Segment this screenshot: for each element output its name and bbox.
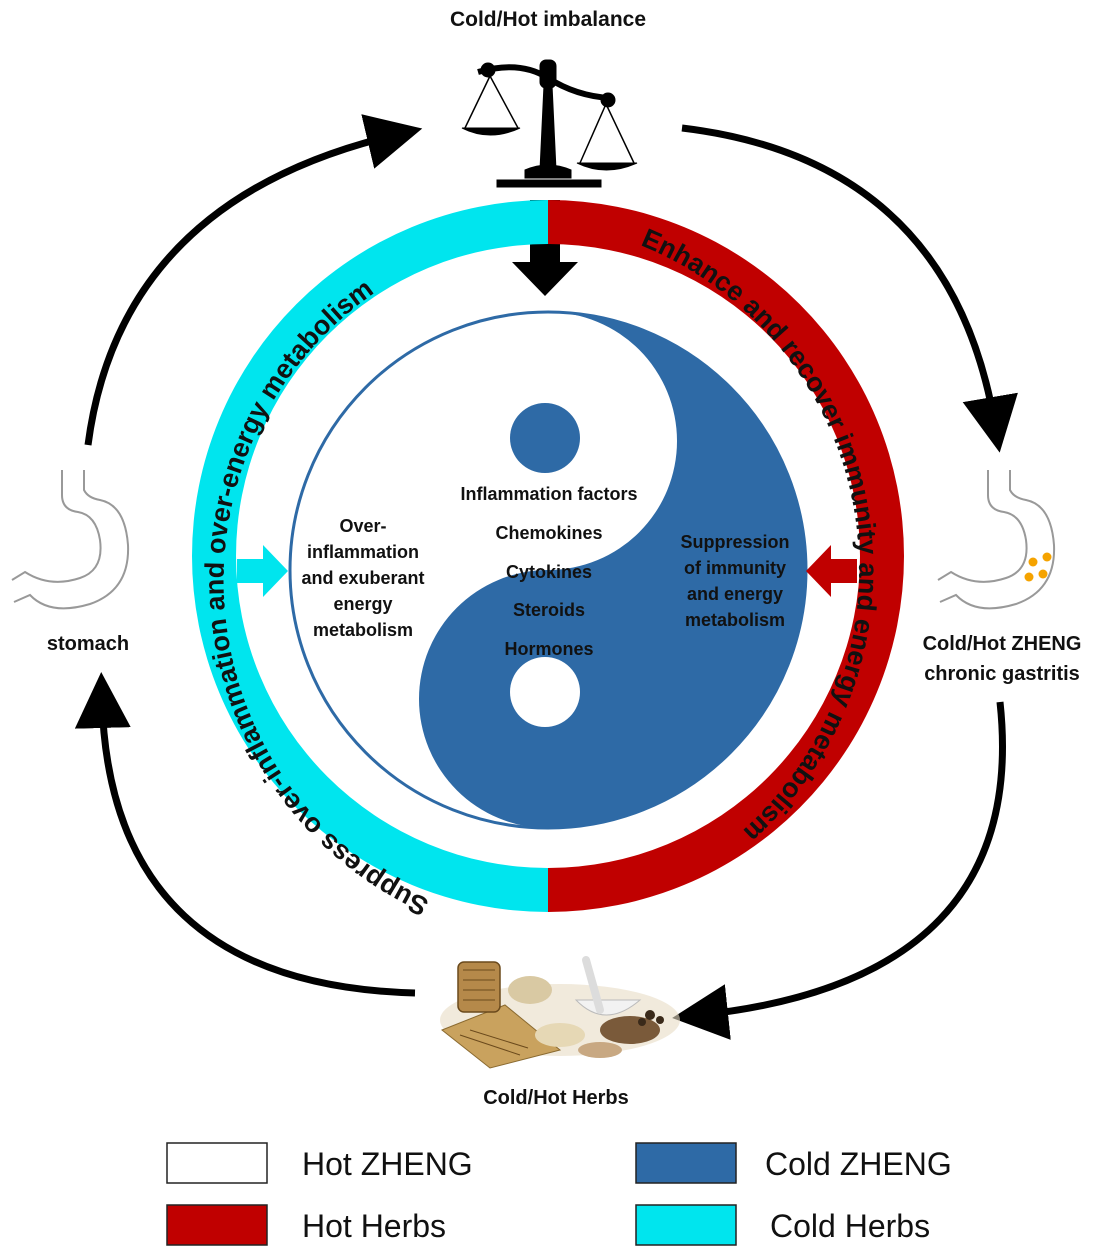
inner-left-text: Over- inflammation and exuberant energy … — [301, 516, 424, 640]
inner-left-line: energy — [333, 594, 392, 614]
stomach-with-dots-icon — [937, 470, 1056, 610]
arrow-left-to-top — [84, 114, 423, 446]
center-item: Steroids — [513, 600, 585, 620]
center-item: Cytokines — [506, 562, 592, 582]
right-label-line2: chronic gastritis — [924, 663, 1080, 685]
center-item: Hormones — [504, 639, 593, 659]
stomach-icon — [11, 470, 130, 610]
right-label-line1: Cold/Hot ZHENG — [923, 633, 1082, 655]
inner-right-line: and energy — [687, 584, 783, 604]
legend-cold-zheng: Cold ZHENG — [765, 1146, 952, 1182]
center-list: Inflammation factors Chemokines Cytokine… — [460, 484, 637, 659]
left-label: stomach — [47, 633, 129, 655]
arrow-top-to-right — [681, 124, 1018, 453]
cold-herbs-ring-half — [192, 200, 548, 912]
cyan-inward-arrow — [237, 545, 288, 597]
inner-right-line: Suppression — [680, 532, 789, 552]
legend-hot-herbs: Hot Herbs — [302, 1208, 446, 1244]
legend-cold-herbs: Cold Herbs — [770, 1208, 930, 1244]
balance-scale-icon — [461, 59, 638, 188]
legend-swatch-cold-zheng — [635, 1142, 737, 1184]
hot-dot — [510, 657, 580, 727]
top-label: Cold/Hot imbalance — [450, 8, 646, 31]
legend-swatch-hot-herbs — [166, 1204, 268, 1246]
herbs-image-icon — [440, 956, 680, 1069]
legend-swatch-cold-herbs — [635, 1204, 737, 1246]
arrow-right-to-bottom — [672, 701, 1006, 1040]
cold-dot — [510, 403, 580, 473]
inner-left-line: metabolism — [313, 620, 413, 640]
inner-right-text: Suppression of immunity and energy metab… — [680, 532, 789, 630]
inner-right-line: metabolism — [685, 610, 785, 630]
legend-swatch-hot-zheng — [166, 1142, 268, 1184]
inner-left-line: and exuberant — [301, 568, 424, 588]
hot-herbs-ring-half — [548, 200, 904, 912]
legend-hot-zheng: Hot ZHENG — [302, 1146, 473, 1182]
red-inward-arrow — [806, 545, 857, 597]
legend: Hot ZHENG Cold ZHENG Hot Herbs Cold Herb… — [166, 1142, 952, 1246]
inner-right-line: of immunity — [684, 558, 786, 578]
inner-left-line: Over- — [339, 516, 386, 536]
bottom-label: Cold/Hot Herbs — [483, 1087, 629, 1109]
center-item: Chemokines — [495, 523, 602, 543]
yin-yang-symbol — [288, 310, 808, 830]
arrow-bottom-to-left — [74, 672, 416, 997]
center-item: Inflammation factors — [460, 484, 637, 504]
inner-left-line: inflammation — [307, 542, 419, 562]
